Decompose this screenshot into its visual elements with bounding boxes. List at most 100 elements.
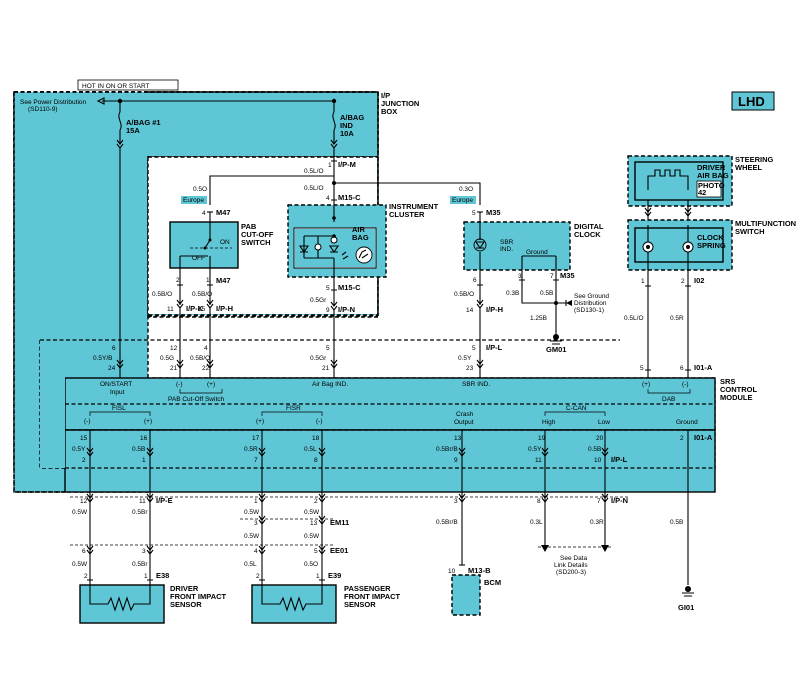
see-ground-1: See Ground — [574, 293, 609, 300]
svg-text:Air Bag IND.: Air Bag IND. — [312, 381, 348, 388]
svg-text:15: 15 — [80, 435, 88, 442]
svg-text:11: 11 — [535, 457, 542, 464]
instrument-label-2: CLUSTER — [389, 210, 425, 219]
svg-text:ON/START: ON/START — [100, 381, 132, 388]
svg-text:Ground: Ground — [676, 419, 698, 426]
multifunction-label-2: SWITCH — [735, 227, 765, 236]
svg-text:1: 1 — [316, 573, 320, 580]
svg-text:0.5O: 0.5O — [304, 561, 318, 568]
svg-text:15: 15 — [198, 306, 206, 313]
svg-text:I/P-N: I/P-N — [338, 305, 355, 314]
hot-in-box — [77, 79, 179, 91]
svg-text:Input: Input — [110, 389, 125, 396]
svg-text:DAB: DAB — [662, 396, 675, 403]
svg-text:I01-A: I01-A — [694, 363, 713, 372]
svg-text:8: 8 — [537, 498, 541, 505]
svg-text:5: 5 — [472, 210, 476, 217]
fuse-abag1-icon — [118, 101, 122, 143]
svg-text:7: 7 — [254, 457, 258, 464]
svg-text:1: 1 — [144, 573, 148, 580]
resistor-icon — [89, 580, 151, 612]
svg-text:Crash: Crash — [456, 411, 474, 418]
svg-text:1: 1 — [142, 457, 146, 464]
digital-clock-label-2: CLOCK — [574, 230, 601, 239]
steering-label-2: WHEEL — [735, 163, 763, 172]
svg-text:E39: E39 — [328, 571, 341, 580]
clock-spring-label-2: SPRING — [697, 241, 726, 250]
see-ground-2: Distribution — [574, 300, 607, 307]
svg-text:2: 2 — [82, 457, 86, 464]
pab-label-1: PAB — [241, 222, 257, 231]
ground-gi01-icon — [685, 586, 691, 592]
svg-text:2: 2 — [681, 278, 685, 285]
svg-text:(+): (+) — [256, 418, 264, 425]
svg-text:0.3B: 0.3B — [506, 290, 519, 297]
svg-text:5: 5 — [326, 285, 330, 292]
airbag-lamp-label-2: BAG — [352, 233, 369, 242]
svg-text:9: 9 — [454, 457, 458, 464]
svg-text:0.5Br/B: 0.5Br/B — [436, 519, 458, 526]
fuse2-label-3: 10A — [340, 129, 354, 138]
gm01-label: GM01 — [546, 345, 566, 354]
svg-text:I01-A: I01-A — [694, 433, 713, 442]
svg-text:Low: Low — [598, 419, 610, 426]
pab-on-label: ON — [220, 239, 230, 246]
svg-text:3: 3 — [254, 520, 258, 527]
svg-text:I/P-L: I/P-L — [486, 343, 503, 352]
pab-label-2: CUT-OFF — [241, 230, 274, 239]
ip-junction-label-1: I/P — [381, 91, 390, 100]
see-data-1: See Data — [560, 555, 587, 562]
svg-text:14: 14 — [466, 307, 474, 314]
svg-text:(+): (+) — [642, 381, 650, 388]
svg-text:0.3O: 0.3O — [459, 186, 473, 193]
svg-text:0.5G: 0.5G — [160, 355, 174, 362]
svg-text:6: 6 — [473, 277, 477, 284]
svg-text:M47: M47 — [216, 208, 231, 217]
fuse2-label-1: A/BAG — [340, 113, 364, 122]
svg-text:5: 5 — [326, 345, 330, 352]
svg-text:1: 1 — [641, 278, 645, 285]
svg-text:1.25B: 1.25B — [530, 315, 547, 322]
svg-text:0.5Br/B: 0.5Br/B — [436, 446, 458, 453]
svg-text:5: 5 — [472, 345, 476, 352]
svg-text:8: 8 — [314, 457, 318, 464]
ip-junction-label-3: BOX — [381, 107, 397, 116]
svg-text:0.5O: 0.5O — [193, 186, 207, 193]
svg-text:3: 3 — [142, 548, 146, 555]
svg-text:M15-C: M15-C — [338, 193, 361, 202]
digital-clock-ground: Ground — [526, 249, 548, 256]
led-icon — [328, 245, 340, 253]
svg-text:0.5L/O: 0.5L/O — [304, 168, 324, 175]
svg-text:2: 2 — [176, 277, 180, 284]
svg-text:C-CAN: C-CAN — [566, 405, 587, 412]
driver-airbag-label-2: AIR BAG — [697, 171, 729, 180]
svg-text:E38: E38 — [156, 571, 169, 580]
airbag-lamp-label-1: AIR — [352, 225, 366, 234]
svg-text:7: 7 — [597, 498, 601, 505]
svg-text:13: 13 — [310, 520, 318, 527]
passenger-sensor-label-2: FRONT IMPACT — [344, 592, 401, 601]
svg-text:I02: I02 — [694, 276, 704, 285]
resistor-icon-2 — [261, 580, 323, 612]
svg-text:21: 21 — [170, 365, 178, 372]
svg-text:22: 22 — [202, 365, 210, 372]
bcm-label: BCM — [484, 578, 501, 587]
svg-text:0.5L: 0.5L — [244, 561, 257, 568]
srs-label-1: SRS — [720, 377, 735, 386]
svg-text:12: 12 — [170, 345, 178, 352]
svg-text:0.5Br: 0.5Br — [132, 509, 148, 516]
pab-off-label: OFF — [192, 255, 205, 262]
svg-text:0.5B: 0.5B — [670, 519, 683, 526]
ground-gm01-icon — [553, 334, 559, 340]
srs-label-3: MODULE — [720, 393, 753, 402]
fuse2-label-2: IND — [340, 121, 354, 130]
pab-cutoff-switch — [169, 221, 239, 269]
svg-text:2: 2 — [256, 573, 260, 580]
svg-text:24: 24 — [108, 365, 116, 372]
svg-text:18: 18 — [312, 435, 320, 442]
svg-text:0.5W: 0.5W — [72, 509, 88, 516]
svg-text:EE01: EE01 — [330, 546, 348, 555]
svg-text:0.5W: 0.5W — [72, 561, 88, 568]
svg-text:0.5B: 0.5B — [588, 446, 601, 453]
svg-text:0.5L/O: 0.5L/O — [304, 185, 324, 192]
